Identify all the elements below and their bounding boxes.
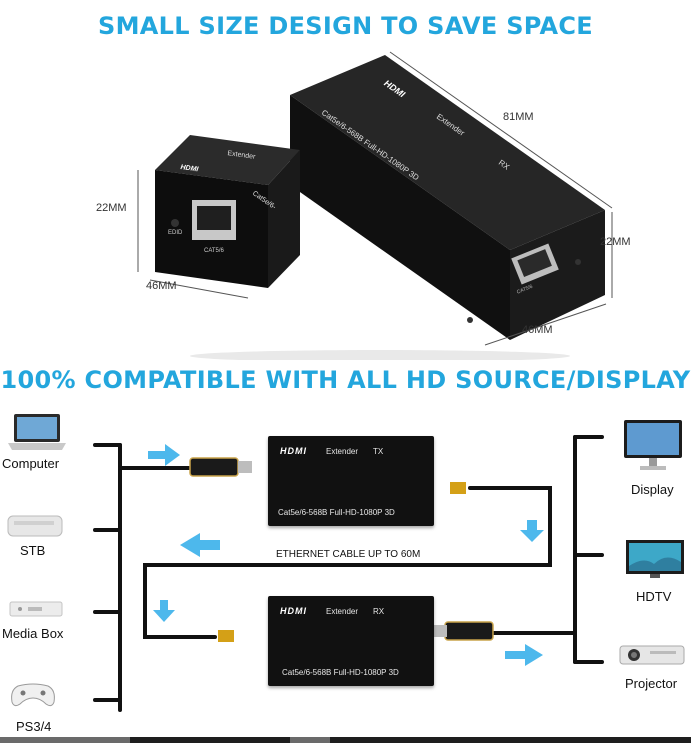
media-box-icon: [9, 601, 63, 617]
display-label-projector: Projector: [625, 676, 678, 691]
connection-diagram: [93, 435, 604, 712]
flow-arrows: [148, 444, 544, 666]
rx-box-spec: Cat5e/6-568B Full-HD-1080P 3D: [282, 668, 399, 677]
tx-box-role: TX: [373, 447, 384, 456]
rx-box-brand: HDMI: [280, 606, 307, 616]
source-label-ps3-4: PS3/4: [16, 719, 52, 734]
source-label-media-box: Media Box: [2, 626, 64, 641]
monitor-icon: [624, 420, 682, 470]
tx-height-dimension: 22MM: [96, 202, 127, 214]
rx-length-dimension: 81MM: [503, 111, 534, 123]
gamepad-icon: [11, 683, 55, 707]
tx-width-dimension: 46MM: [146, 280, 177, 292]
projector-icon: [619, 645, 685, 665]
set-top-box-icon: [7, 515, 63, 537]
ethernet-plug-tx: [450, 482, 466, 494]
rx-box-role: RX: [373, 607, 385, 616]
rx-unit-3d: [290, 55, 605, 340]
rx-height-dimension: 22MM: [600, 236, 631, 248]
source-label-stb: STB: [20, 543, 46, 558]
tx-box-spec: Cat5e/6-568B Full-HD-1080P 3D: [278, 508, 395, 517]
tx-port-label: CAT5/6: [204, 248, 224, 254]
heading-small-size: SMALL SIZE DESIGN TO SAVE SPACE: [98, 12, 593, 40]
product-illustration: [137, 51, 613, 360]
hdmi-connector-out: [433, 621, 494, 641]
tx-box-brand: HDMI: [280, 446, 307, 456]
tv-icon: [626, 540, 684, 578]
ethernet-cable-label: ETHERNET CABLE UP TO 60M: [276, 549, 421, 560]
tx-unit-3d: [155, 135, 300, 288]
laptop-icon: [8, 414, 66, 450]
ethernet-plug-rx: [218, 630, 234, 642]
bottom-strip: [0, 737, 691, 743]
dimension-lines: [137, 51, 613, 346]
tx-extender-box: HDMI Extender TX Cat5e/6-568B Full-HD-10…: [268, 436, 434, 526]
rx-extender-box: HDMI Extender RX Cat5e/6-568B Full-HD-10…: [268, 596, 434, 686]
tx-box-name: Extender: [326, 447, 359, 456]
display-label-hdtv: HDTV: [636, 589, 672, 604]
heading-compatible: 100% COMPATIBLE WITH ALL HD SOURCE/DISPL…: [0, 366, 691, 394]
rx-box-name: Extender: [326, 607, 359, 616]
tx-edid-label: EDID: [168, 230, 183, 236]
source-label-computer: Computer: [2, 456, 60, 471]
display-label-display: Display: [631, 482, 674, 497]
rx-width-dimension: 46MM: [522, 324, 553, 336]
hdmi-connector-in: [189, 457, 252, 477]
